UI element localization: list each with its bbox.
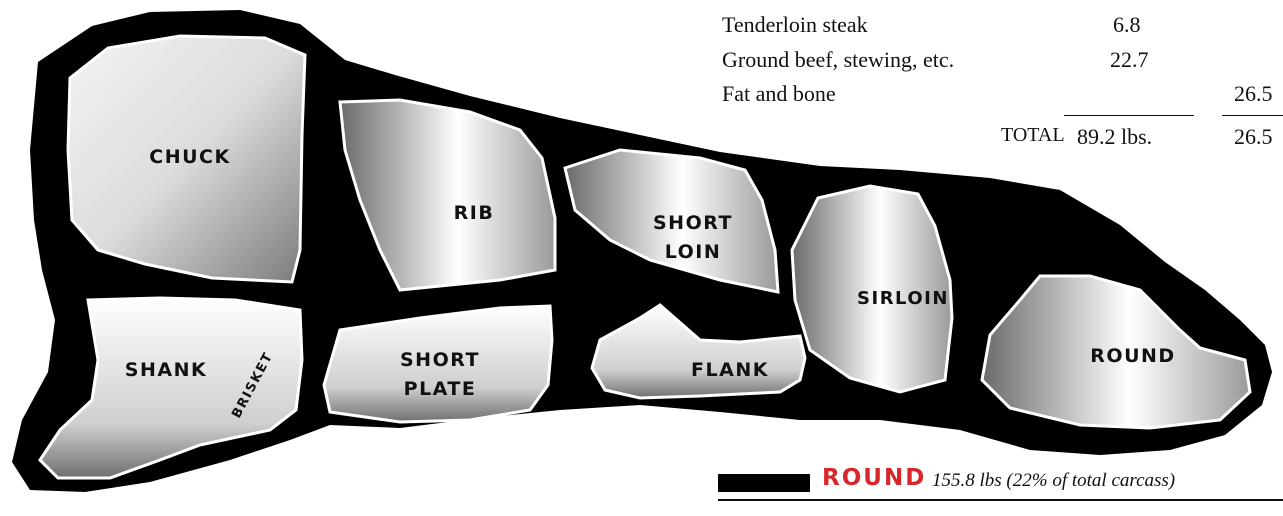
legend-note: 155.8 lbs (22% of total carcass) — [932, 470, 1175, 492]
short-plate-label-line1: SHORT — [400, 349, 480, 371]
flank-label: FLANK — [691, 359, 769, 381]
chuck-label: CHUCK — [149, 146, 230, 168]
rib-label: RIB — [454, 202, 495, 224]
total-value2: 26.5 — [1234, 124, 1273, 150]
yield-row-3-label: Fat and bone — [722, 81, 836, 107]
yield-row-3-value2: 26.5 — [1234, 81, 1273, 107]
total-label: TOTAL — [1001, 124, 1065, 147]
short-loin-label-line2: LOIN — [665, 241, 722, 263]
total-value: 89.2 lbs. — [1077, 124, 1152, 150]
yield-row-1-value: 6.8 — [1113, 12, 1141, 38]
sirloin-label: SIRLOIN — [857, 288, 949, 309]
yield-row-2-label: Ground beef, stewing, etc. — [722, 47, 954, 73]
legend-title: ROUND — [822, 465, 926, 491]
round-label: ROUND — [1090, 345, 1175, 367]
short-loin-label-line1: SHORT — [653, 212, 733, 234]
total-rule-2 — [1222, 115, 1283, 116]
yield-row-1-label: Tenderloin steak — [722, 12, 868, 38]
legend-swatch — [718, 474, 810, 492]
yield-row-2-value: 22.7 — [1110, 47, 1149, 73]
short-plate-label-line2: PLATE — [404, 378, 477, 400]
total-rule-1 — [1064, 115, 1194, 116]
legend-divider — [718, 499, 1283, 501]
shank-label: SHANK — [125, 359, 207, 381]
